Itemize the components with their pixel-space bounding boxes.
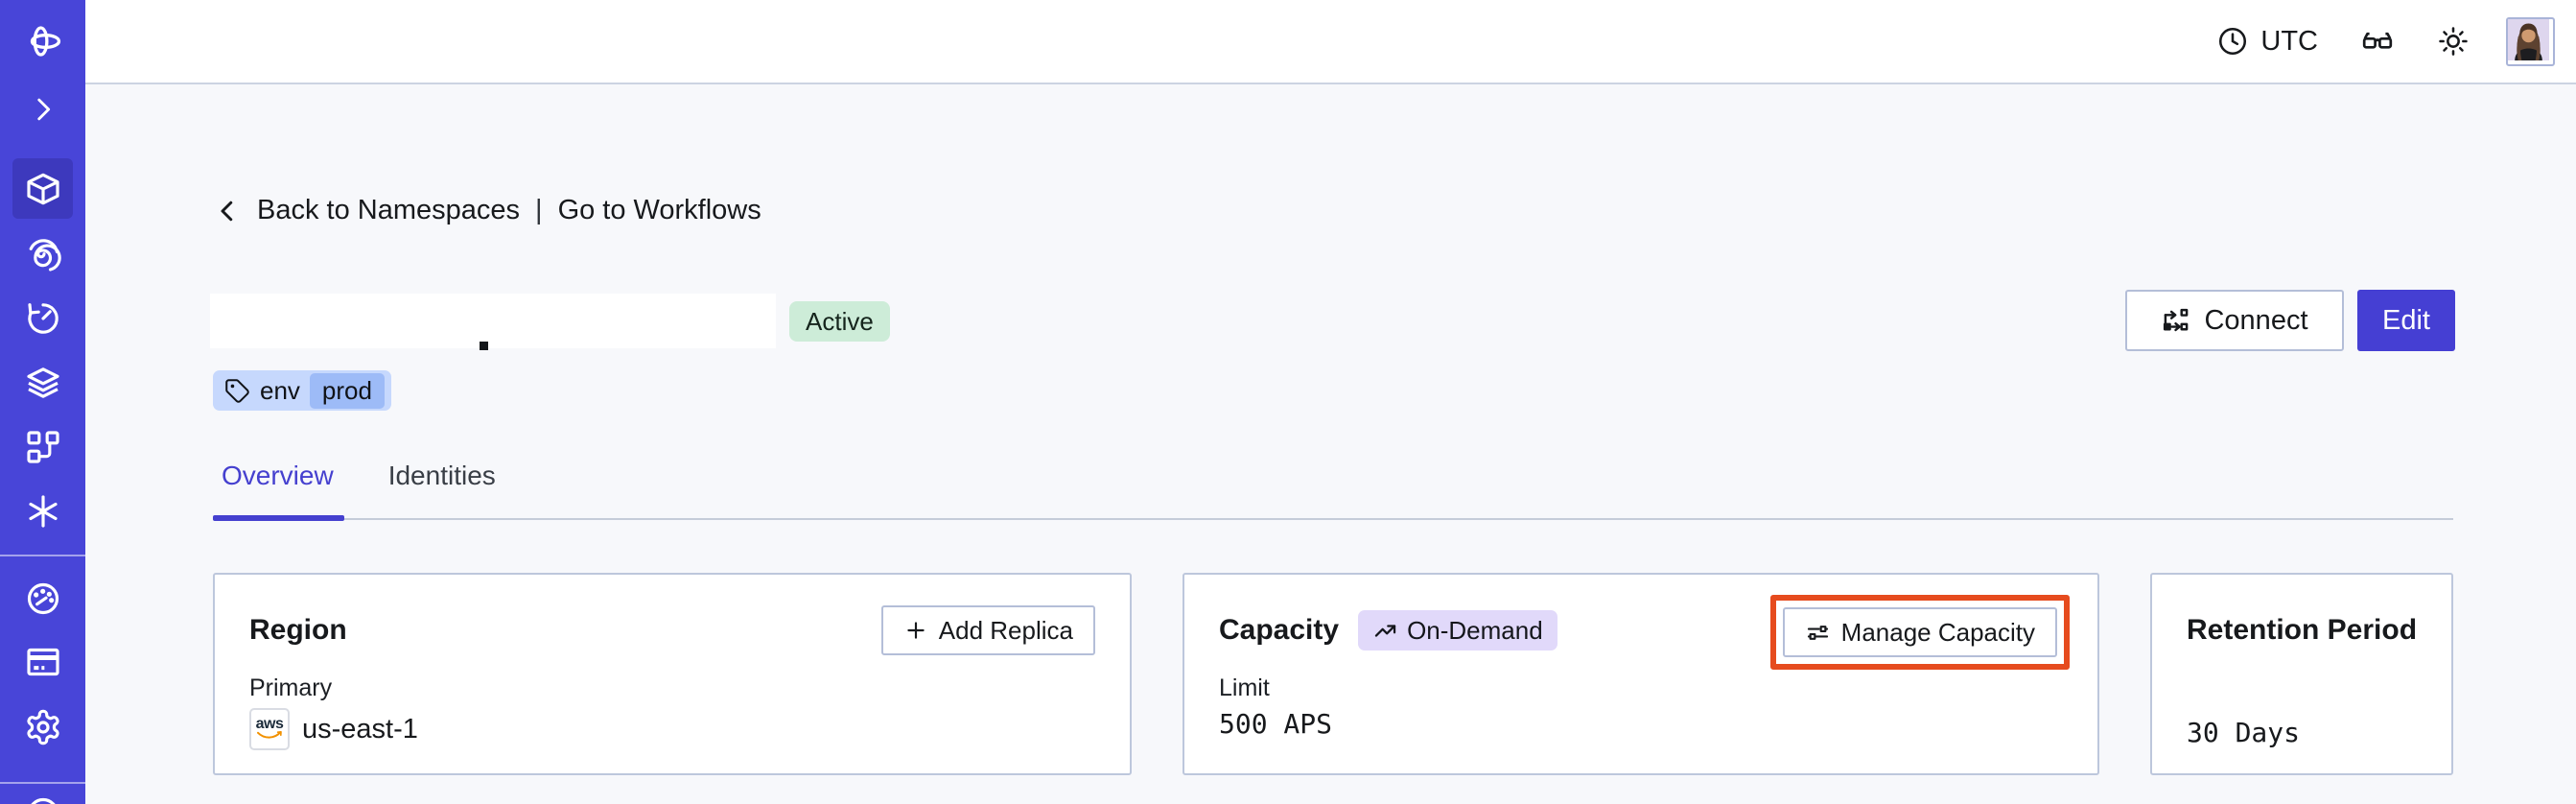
- edit-button[interactable]: Edit: [2357, 290, 2455, 351]
- edit-button-label: Edit: [2382, 304, 2430, 336]
- retention-value: 30 Days: [2187, 717, 2301, 748]
- glasses-icon: [2362, 32, 2393, 49]
- sidebar-item-settings[interactable]: [22, 706, 64, 748]
- sidebar-item-batch-operations[interactable]: [22, 362, 64, 404]
- sliders-icon: [1807, 625, 1828, 640]
- workflow-branch-icon: [26, 431, 59, 463]
- retention-card-header: Retention Period: [2187, 603, 2417, 657]
- active-tab-underline: [213, 515, 344, 521]
- manage-capacity-button[interactable]: Manage Capacity: [1782, 607, 2057, 657]
- breadcrumb-workflows-link[interactable]: Go to Workflows: [557, 195, 761, 225]
- status-badge-label: Active: [806, 306, 874, 336]
- sidebar: [0, 0, 85, 804]
- tag-value: prod: [309, 372, 385, 409]
- tab-identities[interactable]: Identities: [387, 461, 496, 490]
- sidebar-divider: [0, 782, 85, 784]
- layers-icon: [26, 367, 59, 398]
- asterisk-icon: [28, 495, 58, 528]
- sidebar-item-billing[interactable]: [22, 641, 64, 683]
- user-avatar[interactable]: [2506, 16, 2555, 66]
- theme-toggle-button[interactable]: [2437, 25, 2470, 58]
- chevron-left-icon[interactable]: [213, 197, 242, 225]
- sidebar-item-usage[interactable]: [22, 578, 64, 620]
- timezone-label: UTC: [2260, 25, 2318, 57]
- gear-icon: [26, 709, 59, 745]
- region-value-row: aws us-east-1: [249, 708, 1095, 750]
- sidebar-item-deployments[interactable]: [22, 426, 64, 468]
- region-field-label: Primary: [249, 674, 333, 701]
- chevron-right-icon: [36, 98, 50, 121]
- manage-capacity-label: Manage Capacity: [1840, 617, 2035, 647]
- temporal-logo-icon: [30, 26, 60, 57]
- connect-button-label: Connect: [2204, 304, 2308, 336]
- sun-icon: [2439, 27, 2468, 56]
- sidebar-item-account[interactable]: [22, 792, 64, 804]
- spiral-icon: [29, 239, 61, 272]
- aws-logo-text: aws: [255, 716, 284, 732]
- connect-flow-icon: [2164, 308, 2189, 331]
- click-target-annotation: Manage Capacity: [1769, 595, 2070, 670]
- sidebar-item-schedules[interactable]: [22, 297, 64, 340]
- credit-card-icon: [26, 648, 59, 676]
- aws-logo: aws: [249, 708, 290, 750]
- sidebar-item-workflows[interactable]: [22, 232, 64, 274]
- status-badge: Active: [789, 301, 890, 342]
- capacity-card-title: Capacity: [1219, 614, 1340, 646]
- topbar: UTC: [85, 0, 2576, 84]
- capacity-field-label: Limit: [1219, 674, 1270, 701]
- region-card: Region Add Replica Primary aws us-east-1: [213, 573, 1132, 775]
- labs-toggle-button[interactable]: [2360, 24, 2395, 59]
- tab-bar: Overview Identities: [222, 461, 496, 491]
- tag-icon: [225, 378, 249, 403]
- gauge-icon: [27, 582, 59, 615]
- sidebar-item-logo[interactable]: [22, 20, 64, 62]
- avatar-image: [2508, 18, 2549, 60]
- header-actions: Connect Edit: [2125, 290, 2455, 351]
- capacity-card-header: Capacity On-Demand: [1219, 603, 2063, 657]
- region-card-title: Region: [249, 614, 347, 646]
- region-card-header: Region Add Replica: [249, 603, 1095, 657]
- tab-divider-line: [213, 518, 2453, 520]
- aws-smile-icon: [257, 731, 282, 739]
- retention-card: Retention Period 30 Days: [2150, 573, 2453, 775]
- retention-card-title: Retention Period: [2187, 614, 2418, 646]
- account-circle-icon: [30, 797, 56, 804]
- add-replica-label: Add Replica: [938, 615, 1073, 645]
- namespace-name-redacted: [210, 294, 776, 348]
- timezone-selector[interactable]: UTC: [2216, 25, 2318, 58]
- capacity-value-row: 500 APS: [1219, 708, 2063, 740]
- redaction-artifact: [480, 342, 488, 350]
- breadcrumb: Back to Namespaces | Go to Workflows: [213, 195, 761, 226]
- sidebar-divider: [0, 555, 85, 556]
- breadcrumb-separator: |: [535, 195, 543, 225]
- cube-icon: [26, 173, 59, 205]
- breadcrumb-back-link[interactable]: Back to Namespaces: [257, 195, 521, 225]
- namespace-tag-chip: env prod: [213, 370, 391, 411]
- sidebar-item-nexus[interactable]: [22, 490, 64, 532]
- clock-history-icon: [27, 303, 59, 334]
- region-value: us-east-1: [302, 713, 418, 745]
- sidebar-item-namespaces[interactable]: [22, 168, 64, 210]
- ondemand-badge: On-Demand: [1358, 610, 1557, 650]
- sidebar-expand-button[interactable]: [22, 88, 64, 130]
- capacity-title-group: Capacity On-Demand: [1219, 610, 1557, 650]
- capacity-card: Capacity On-Demand Manage Capa: [1183, 573, 2099, 775]
- clock-icon: [2219, 27, 2247, 56]
- plus-icon: [907, 622, 925, 639]
- trending-up-icon: [1374, 624, 1396, 637]
- capacity-value: 500 APS: [1219, 708, 1333, 740]
- add-replica-button[interactable]: Add Replica: [880, 605, 1095, 655]
- tab-overview[interactable]: Overview: [222, 461, 334, 490]
- tag-key: env: [260, 375, 300, 405]
- connect-button[interactable]: Connect: [2125, 290, 2344, 351]
- ondemand-badge-label: On-Demand: [1407, 615, 1543, 645]
